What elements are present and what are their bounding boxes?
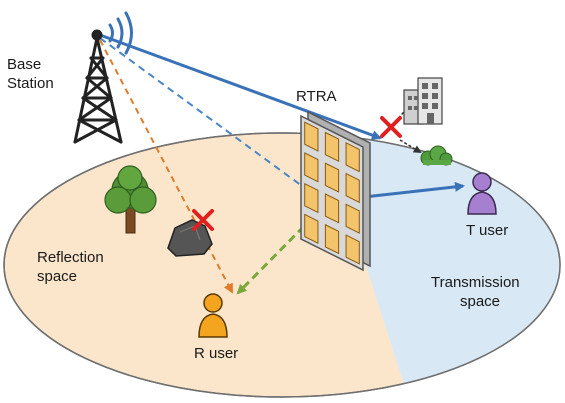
signal-waves-icon [108, 11, 133, 55]
reflection-space-label-line2: space [37, 268, 77, 285]
block-x-icon [192, 209, 214, 231]
r-user-label: R user [194, 345, 238, 362]
rtra-element-cell [345, 203, 360, 234]
building-icon [403, 77, 443, 125]
rtra-panel-icon [300, 110, 371, 272]
transmission-space-label-line1: Transmission [431, 274, 520, 291]
rtra-label: RTRA [296, 88, 337, 105]
link-to-bush [399, 139, 422, 154]
rtra-element-cell [304, 121, 319, 152]
rtra-element-cell [324, 193, 340, 224]
rtra-element-cell [324, 162, 340, 193]
rtra-element-cell [345, 172, 360, 204]
rtra-element-cell [304, 182, 319, 214]
rtra-element-cell [304, 213, 319, 244]
reflection-space-label-line1: Reflection [37, 249, 104, 266]
tree-icon [104, 165, 157, 234]
rtra-element-cell [304, 152, 319, 183]
transmitted-link-to-t-user [354, 181, 465, 200]
t-user-label: T user [466, 222, 508, 239]
tower-icon [73, 29, 123, 144]
base-station-label-line1: Base [7, 56, 41, 73]
block-x-icon [380, 116, 402, 138]
rtra-element-cell [324, 223, 340, 255]
r-user-icon [198, 293, 228, 338]
bush-icon [420, 145, 453, 166]
rtra-element-cell [324, 131, 340, 163]
direct-link-to-rtra [99, 33, 382, 140]
t-user-icon [467, 172, 497, 215]
base-station-label-line2: Station [7, 75, 54, 92]
rtra-element-cell [345, 142, 360, 173]
transmission-space-label-line2: space [460, 293, 500, 310]
rtra-element-cell [345, 234, 360, 265]
dashed-orange-link [99, 39, 233, 294]
